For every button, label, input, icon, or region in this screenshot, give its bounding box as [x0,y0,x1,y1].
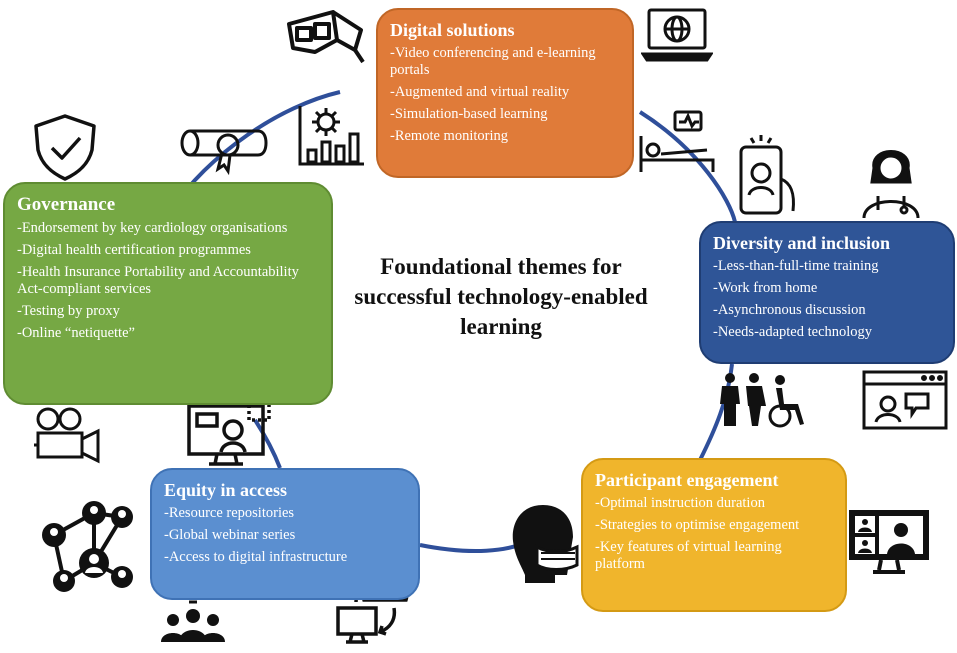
list-item: -Remote monitoring [390,127,508,144]
center-title: Foundational themes for successful techn… [354,254,648,339]
doctor-icon [862,150,920,219]
list-item: -Augmented and virtual reality [390,83,570,100]
governance-box: Governance -Endorsement by key cardiolog… [3,182,333,405]
governance-list: -Endorsement by key cardiology organisat… [17,220,319,342]
equity-access-title: Equity in access [164,480,288,500]
list-item: -Work from home [713,279,818,296]
participant-engagement-box: Participant engagement -Optimal instruct… [581,458,847,612]
list-item: -Endorsement by key cardiology organisat… [17,219,288,236]
digital-solutions-list: -Video conferencing and e-learning porta… [390,45,620,145]
list-item: -Video conferencing and e-learning porta… [390,44,596,78]
diversity-inclusion-title: Diversity and inclusion [713,233,891,253]
governance-title: Governance [17,194,116,215]
masked-head-icon [512,505,579,583]
diversity-inclusion-list: -Less-than-full-time training -Work from… [713,258,941,341]
equity-access-list: -Resource repositories -Global webinar s… [164,505,406,566]
list-item: -Health Insurance Portability and Accoun… [17,263,299,297]
list-item: -Key features of virtual learning platfo… [595,538,782,572]
video-call-window-icon [862,370,948,430]
list-item: -Digital health certification programmes [17,241,251,258]
list-item: -Optimal instruction duration [595,494,765,511]
laptop-globe-icon [641,8,713,62]
list-item: -Global webinar series [164,526,296,543]
list-item: -Online “netiquette” [17,324,135,341]
people-accessibility-icon [720,373,804,428]
participant-engagement-title: Participant engagement [595,470,779,490]
video-camera-icon [34,407,100,464]
shield-check-icon [34,114,96,181]
list-item: -Asynchronous discussion [713,301,866,318]
list-item: -Less-than-full-time training [713,257,879,274]
data-chart-icon [298,106,364,166]
digital-solutions-title: Digital solutions [390,20,515,40]
equity-access-box: Equity in access -Resource repositories … [150,468,420,600]
network-people-icon [42,501,133,592]
vr-glasses-icon [287,10,365,64]
digital-solutions-box: Digital solutions -Video conferencing an… [376,8,634,178]
participant-engagement-list: -Optimal instruction duration -Strategie… [595,495,833,573]
list-item: -Needs-adapted technology [713,323,873,340]
patient-monitor-icon [639,110,715,172]
diversity-inclusion-box: Diversity and inclusion -Less-than-full-… [699,221,955,364]
list-item: -Strategies to optimise engagement [595,516,800,533]
list-item: -Resource repositories [164,504,295,521]
monitor-person-icon [187,398,271,466]
certificate-icon [180,129,268,175]
phone-video-icon [739,135,795,215]
list-item: -Simulation-based learning [390,105,548,122]
list-item: -Access to digital infrastructure [164,548,348,565]
list-item: -Testing by proxy [17,302,120,319]
video-grid-monitor-icon [849,510,929,574]
